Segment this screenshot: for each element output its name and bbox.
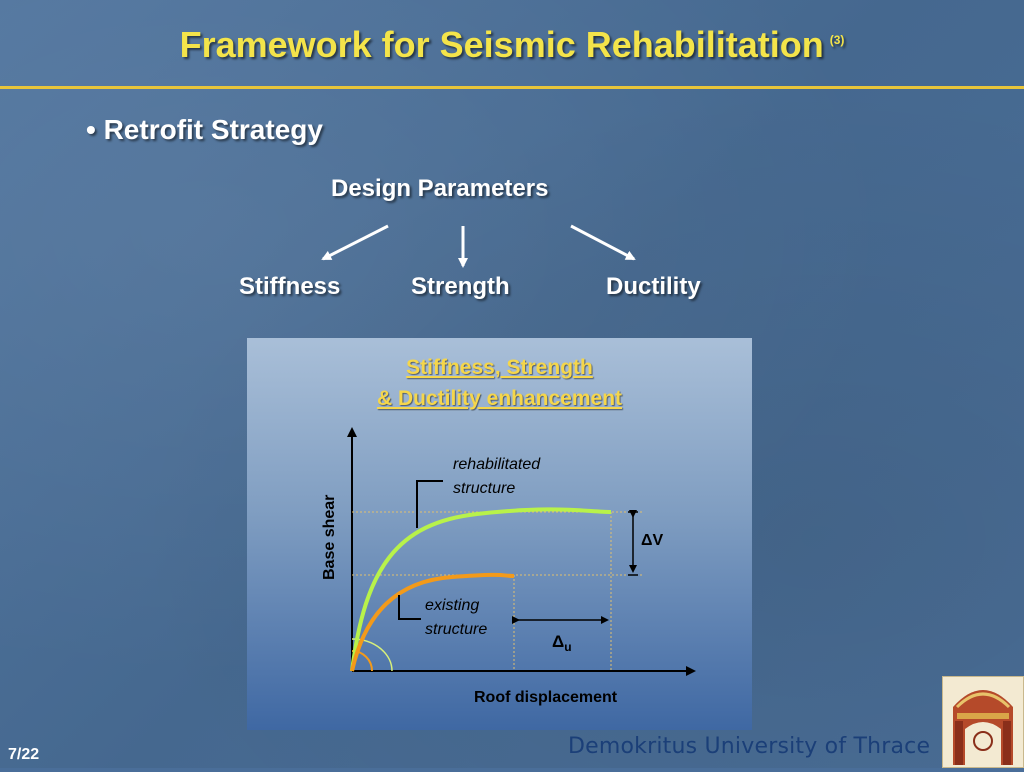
arrow-to-ductility	[570, 224, 636, 261]
capacity-curve-diagram: Base shear Roof displacement rehabilitat…	[321, 427, 696, 706]
parameter-stiffness: Stiffness	[239, 273, 341, 300]
slide-title-text: Framework for Seismic Rehabilitation	[179, 24, 824, 65]
capacity-curve-panel: Stiffness, Strength & Ductility enhancem…	[247, 338, 752, 730]
university-gate-logo-icon	[942, 676, 1024, 768]
delta-u-symbol: Δ	[552, 632, 564, 651]
rehab-leader-line	[416, 480, 443, 528]
slide-title: Framework for Seismic Rehabilitation (3)	[0, 24, 1024, 66]
parameter-strength: Strength	[411, 273, 510, 300]
rehab-label-line1: rehabilitated	[453, 456, 541, 473]
existing-label-line2: structure	[425, 621, 487, 638]
arrow-to-stiffness	[321, 224, 389, 261]
existing-leader-line	[398, 595, 421, 620]
existing-curve	[350, 572, 515, 672]
x-axis-label: Roof displacement	[474, 689, 618, 706]
panel-title-line2: & Ductility enhancement	[376, 387, 623, 410]
title-bar: Framework for Seismic Rehabilitation (3)	[0, 0, 1024, 89]
delta-u-subscript: u	[564, 640, 571, 654]
page-number: 7/22	[8, 746, 40, 763]
logo-graphic	[953, 690, 1013, 765]
y-axis-label: Base shear	[321, 495, 338, 580]
rehab-label-line2: structure	[453, 480, 515, 497]
panel-title-line1: Stiffness, Strength	[406, 356, 593, 379]
rehabilitated-curve	[350, 507, 612, 672]
design-parameters-label: Design Parameters	[331, 175, 549, 202]
parameter-ductility: Ductility	[606, 273, 701, 300]
parameter-arrows	[321, 224, 636, 268]
panel-title: Stiffness, Strength & Ductility enhancem…	[247, 352, 752, 414]
existing-label-line1: existing	[425, 597, 479, 614]
footer-university-name: Demokritus University of Thrace	[568, 734, 931, 759]
delta-v-label: ΔV	[641, 532, 664, 549]
delta-u-label: Δu	[552, 632, 572, 654]
slide-title-suffix: (3)	[829, 33, 845, 47]
bullet-retrofit-strategy: • Retrofit Strategy	[86, 114, 323, 145]
